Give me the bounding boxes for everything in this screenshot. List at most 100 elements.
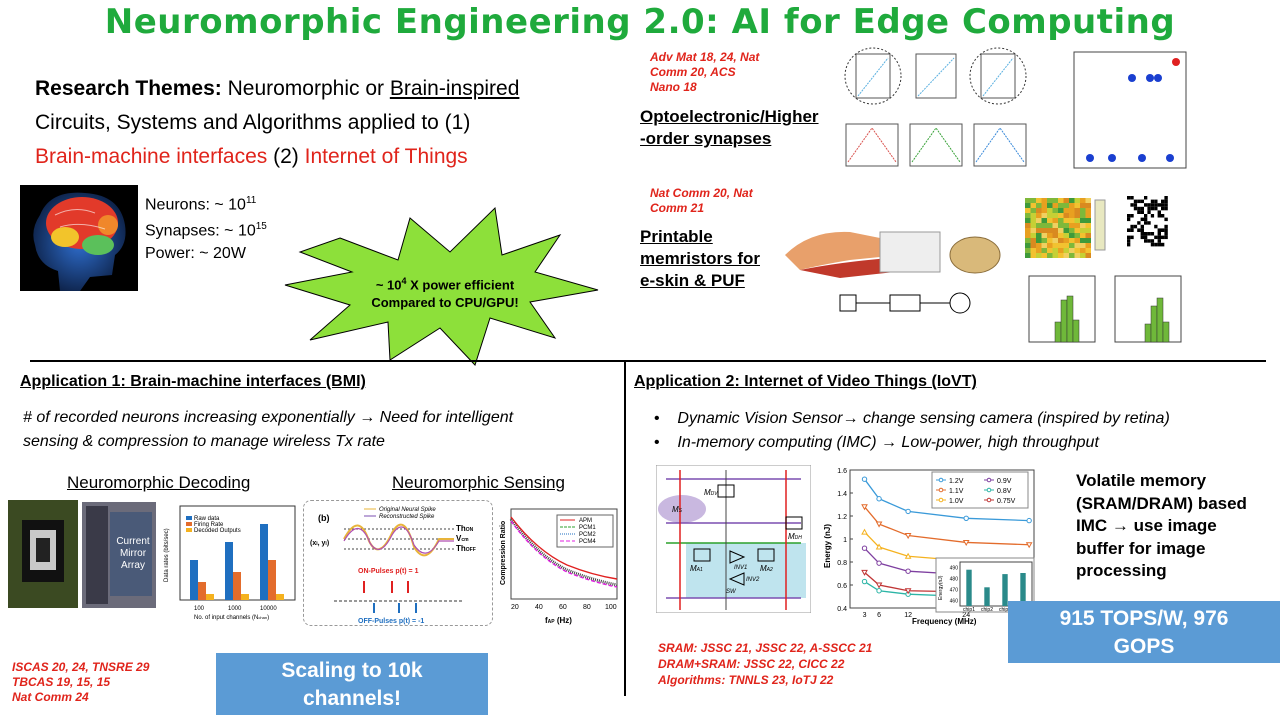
qr-cell xyxy=(1140,228,1144,232)
legend-label: 1.2V xyxy=(949,478,964,485)
heatmap-cell xyxy=(1052,253,1058,258)
heatmap-cell xyxy=(1052,213,1058,218)
qr-cell xyxy=(1130,214,1134,218)
qr-cell xyxy=(1140,221,1144,225)
heatmap-cell xyxy=(1030,218,1036,223)
starburst-callout: ~ 104 X power efficient Compared to CPU/… xyxy=(280,200,605,368)
neuromorphic-decoding-title: Neuromorphic Decoding xyxy=(67,473,251,492)
heatmap-cell xyxy=(1041,208,1047,213)
heatmap-cell xyxy=(1030,198,1036,203)
brain-image xyxy=(20,185,138,291)
qr-cell xyxy=(1140,214,1144,218)
svg-text:INV1: INV1 xyxy=(734,565,747,571)
qr-cell xyxy=(1127,221,1131,225)
heatmap-cell xyxy=(1025,223,1031,228)
heatmap-cell xyxy=(1041,218,1047,223)
power-stat: Power: ~ 20W xyxy=(145,244,246,262)
heatmap-cell xyxy=(1041,223,1047,228)
svg-text:Data rates (bits/sec): Data rates (bits/sec) xyxy=(164,528,170,582)
heatmap-cell xyxy=(1063,218,1069,223)
qr-cell xyxy=(1127,239,1131,243)
legend-label: 1.1V xyxy=(949,488,964,495)
qr-cell xyxy=(1127,206,1131,211)
qr-cell xyxy=(1154,221,1158,225)
heatmap-cell xyxy=(1080,248,1086,253)
qr-cell xyxy=(1133,206,1138,211)
qr-cell xyxy=(1144,221,1148,225)
heatmap-cell xyxy=(1036,228,1042,233)
qr-cell xyxy=(1147,199,1151,204)
y-tick-label: 1.4 xyxy=(837,491,847,498)
heading-optoelectronic: Optoelectronic/Higher-order synapses xyxy=(640,107,819,148)
qr-cell xyxy=(1137,228,1141,232)
qr-cell xyxy=(1164,239,1168,243)
qr-cell xyxy=(1130,206,1134,211)
x-tick-label: 6 xyxy=(877,612,881,619)
legend-box xyxy=(931,471,1029,509)
heatmap-cell xyxy=(1069,203,1075,208)
qr-cell xyxy=(1154,242,1158,247)
themes-label: Research Themes: xyxy=(35,77,222,100)
heatmap-cell xyxy=(1052,243,1058,248)
qr-cell xyxy=(1150,210,1155,214)
qr-cell xyxy=(1144,235,1148,240)
heatmap-cell xyxy=(1063,198,1069,203)
svg-text:ON-Pulses p(t) = 1: ON-Pulses p(t) = 1 xyxy=(358,568,419,575)
page-title: Neuromorphic Engineering 2.0: AI for Edg… xyxy=(104,2,1176,42)
heatmap-cell xyxy=(1085,218,1091,223)
qr-cell xyxy=(1133,239,1138,243)
neurons-stat: Neurons: ~ 1011 xyxy=(145,195,257,214)
heatmap-cell xyxy=(1025,243,1031,248)
heatmap-cell xyxy=(1036,203,1042,208)
data-rate-bar-chart: Raw data Firing Rate Decoded Outputs 100… xyxy=(160,502,300,622)
heatmap-cell xyxy=(1025,238,1031,243)
qr-cell xyxy=(1147,203,1151,207)
qr-cell xyxy=(1133,221,1138,225)
svg-text:Original Neural Spike: Original Neural Spike xyxy=(379,507,436,513)
heatmap-cell xyxy=(1085,238,1091,243)
heatmap-cell xyxy=(1080,208,1086,213)
qr-cell xyxy=(1147,228,1151,232)
heatmap-cell xyxy=(1063,233,1069,238)
heatmap-cell xyxy=(1069,198,1075,203)
y-tick-label: 1 xyxy=(843,537,847,544)
heatmap-cell xyxy=(1074,228,1080,233)
heatmap-cell xyxy=(1058,248,1064,253)
qr-cell xyxy=(1161,221,1165,225)
svg-text:OFF-Pulses p(t) = -1: OFF-Pulses p(t) = -1 xyxy=(358,618,424,625)
svg-text:Decoded Outputs: Decoded Outputs xyxy=(194,528,241,534)
qr-cell xyxy=(1161,242,1165,247)
x-tick-label: 24 xyxy=(962,612,970,619)
qr-cell xyxy=(1161,210,1165,214)
app2-bullets: • Dynamic Vision Sensor→ change sensing … xyxy=(654,407,1274,455)
legend-marker xyxy=(938,477,944,483)
qr-cell xyxy=(1150,242,1155,247)
themes-line3-mid: (2) xyxy=(267,145,305,168)
heatmap-cell xyxy=(1041,233,1047,238)
qr-cell xyxy=(1161,228,1165,232)
heatmap-cell xyxy=(1074,238,1080,243)
qr-cell xyxy=(1157,203,1161,207)
heatmap-cell xyxy=(1080,203,1086,208)
qr-cell xyxy=(1157,217,1161,222)
qr-cell xyxy=(1154,235,1158,240)
app2-bullet-2: • In-memory computing (IMC) → Low-power,… xyxy=(654,434,1099,451)
inset-y-tick: 460 xyxy=(950,599,959,605)
data-point xyxy=(876,588,882,594)
qr-cell xyxy=(1130,203,1134,207)
data-point xyxy=(875,543,883,550)
heatmap-cell xyxy=(1069,243,1075,248)
heatmap-cell xyxy=(1074,208,1080,213)
qr-cell xyxy=(1130,224,1134,229)
svg-text:SW: SW xyxy=(726,589,737,595)
heatmap-cell xyxy=(1047,223,1053,228)
qr-cell xyxy=(1147,217,1151,222)
heatmap-cell xyxy=(1063,213,1069,218)
qr-cell xyxy=(1144,206,1148,211)
data-point xyxy=(963,515,969,521)
qr-cell xyxy=(1130,228,1134,232)
qr-cell xyxy=(1157,232,1161,236)
qr-cell xyxy=(1157,242,1161,247)
